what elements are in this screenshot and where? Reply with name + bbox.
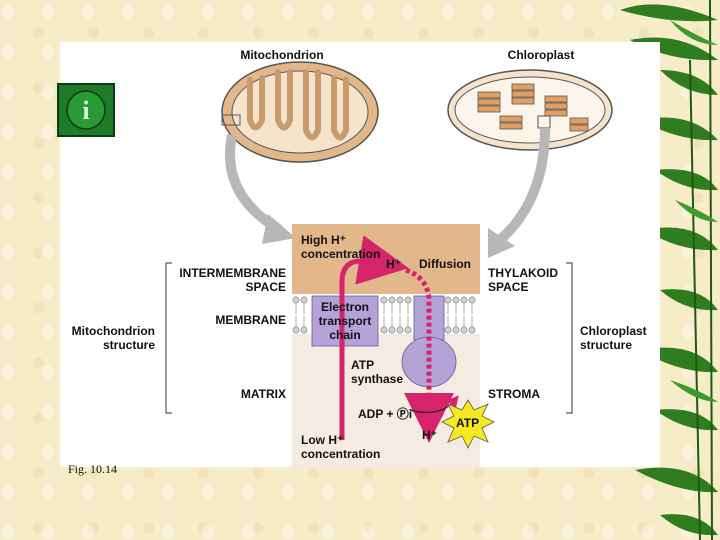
lipid-head (444, 326, 452, 334)
zoom-arrow-right (488, 127, 550, 258)
lipid-head (404, 326, 412, 334)
adp-to-atp-arrow (409, 395, 459, 413)
etc-line3: chain (329, 328, 361, 342)
proton-arrow (339, 235, 454, 443)
high-h-line1: High H⁺ (301, 233, 346, 247)
atp-burst (441, 399, 495, 449)
diffusion-label: Diffusion (419, 257, 471, 271)
chloroplast-title: Chloroplast (508, 48, 575, 62)
atp-synthase-line2: synthase (351, 372, 404, 386)
high-h-line2: concentration (301, 247, 381, 261)
matrix-label: MATRIX (240, 387, 286, 401)
zoom-arrow-left (225, 134, 296, 244)
right-bracket (566, 262, 573, 414)
chloro-structure-line1: Chloroplast (580, 324, 647, 338)
electron-transport-chain (311, 295, 379, 347)
lipid-head (300, 296, 308, 304)
mito-structure-line1: Mitochondrion (71, 324, 155, 338)
atp-label: ATP (456, 416, 480, 430)
atp-synthase-line1: ATP (351, 358, 375, 372)
low-h-line2: concentration (301, 447, 381, 461)
etc-line2: transport (318, 314, 372, 328)
thylakoid-line2: SPACE (488, 280, 529, 294)
lipid-head (452, 296, 460, 304)
mitochondrion-title: Mitochondrion (240, 48, 323, 62)
intermembrane-line1: INTERMEMBRANE (179, 266, 286, 280)
mitochondrion-structure-label: Mitochondrion structure (60, 324, 155, 352)
lipid-head (468, 326, 476, 334)
membrane-label: MEMBRANE (215, 313, 286, 327)
chloroplast-structure-label: Chloroplast structure (580, 324, 647, 352)
low-h-label: Low H⁺ concentration (301, 433, 380, 461)
high-h-label: High H⁺ concentration (301, 233, 380, 261)
stroma-label: STROMA (488, 387, 540, 401)
svg-text:i: i (82, 96, 89, 125)
figure-caption: Fig. 10.14 (68, 462, 118, 476)
h-plus-top: H⁺ (386, 257, 401, 271)
info-icon: i (66, 90, 106, 130)
info-button[interactable]: i (57, 83, 115, 137)
lipid-head (396, 296, 404, 304)
adp-pi-label: ADP + Ⓟi (358, 407, 413, 421)
intermembrane-line2: SPACE (245, 280, 286, 294)
lipid-head (460, 326, 468, 334)
chloroplast-icon (447, 69, 613, 151)
lipid-head (300, 326, 308, 334)
lipid-head (404, 296, 412, 304)
etc-label: Electron transport chain (312, 300, 378, 342)
leaf-decoration (620, 0, 718, 540)
mito-structure-line2: structure (102, 338, 155, 352)
left-bracket (165, 262, 172, 414)
atp-synthase-label: ATP synthase (351, 358, 403, 386)
lipid-head (292, 326, 300, 334)
etc-line1: Electron (320, 300, 369, 314)
lipid-head (460, 296, 468, 304)
lipid-head (388, 326, 396, 334)
lipid-head (396, 326, 404, 334)
chloro-structure-line2: structure (580, 338, 633, 352)
mitochondrion-icon (221, 61, 379, 163)
lipid-head (388, 296, 396, 304)
thylakoid-line1: THYLAKOID (488, 266, 558, 280)
h-plus-bottom: H⁺ (422, 428, 437, 442)
lipid-head (468, 296, 476, 304)
lipid-head (452, 326, 460, 334)
intermembrane-label: INTERMEMBRANE SPACE (160, 266, 286, 294)
lipid-bilayer (292, 296, 476, 334)
lipid-head (444, 296, 452, 304)
lipid-head (380, 326, 388, 334)
low-h-line1: Low H⁺ (301, 433, 344, 447)
lipid-head (292, 296, 300, 304)
thylakoid-label: THYLAKOID SPACE (488, 266, 558, 294)
lipid-head (380, 296, 388, 304)
